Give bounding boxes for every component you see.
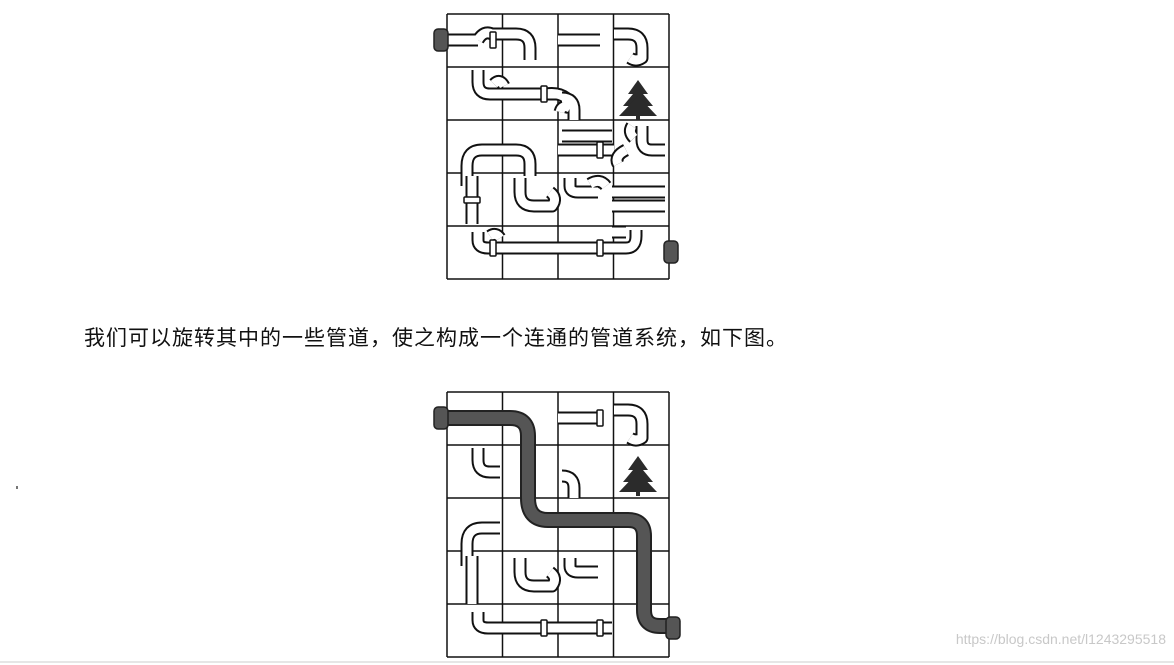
pipe-tiles [460, 403, 649, 637]
pipe-puzzle-solved-figure [433, 391, 681, 658]
tile-grid [446, 13, 670, 280]
caption-text: 我们可以旋转其中的一些管道，使之构成一个连通的管道系统，如下图。 [84, 326, 788, 350]
pipe-inlet-icon [433, 406, 449, 430]
bottom-rule [0, 661, 1174, 663]
pipe-outlet-icon [663, 240, 679, 264]
scan-speck [16, 486, 18, 489]
pipe-tiles [447, 26, 665, 257]
pipe-puzzle-initial-figure [433, 13, 679, 280]
tree-icon [619, 80, 657, 120]
watermark: https://blog.csdn.net/l1243295518 [955, 631, 1166, 647]
pipe-outlet-icon [665, 616, 681, 640]
pipe-inlet-icon [433, 28, 449, 52]
tree-icon [619, 456, 657, 496]
connected-water-path [439, 410, 680, 634]
